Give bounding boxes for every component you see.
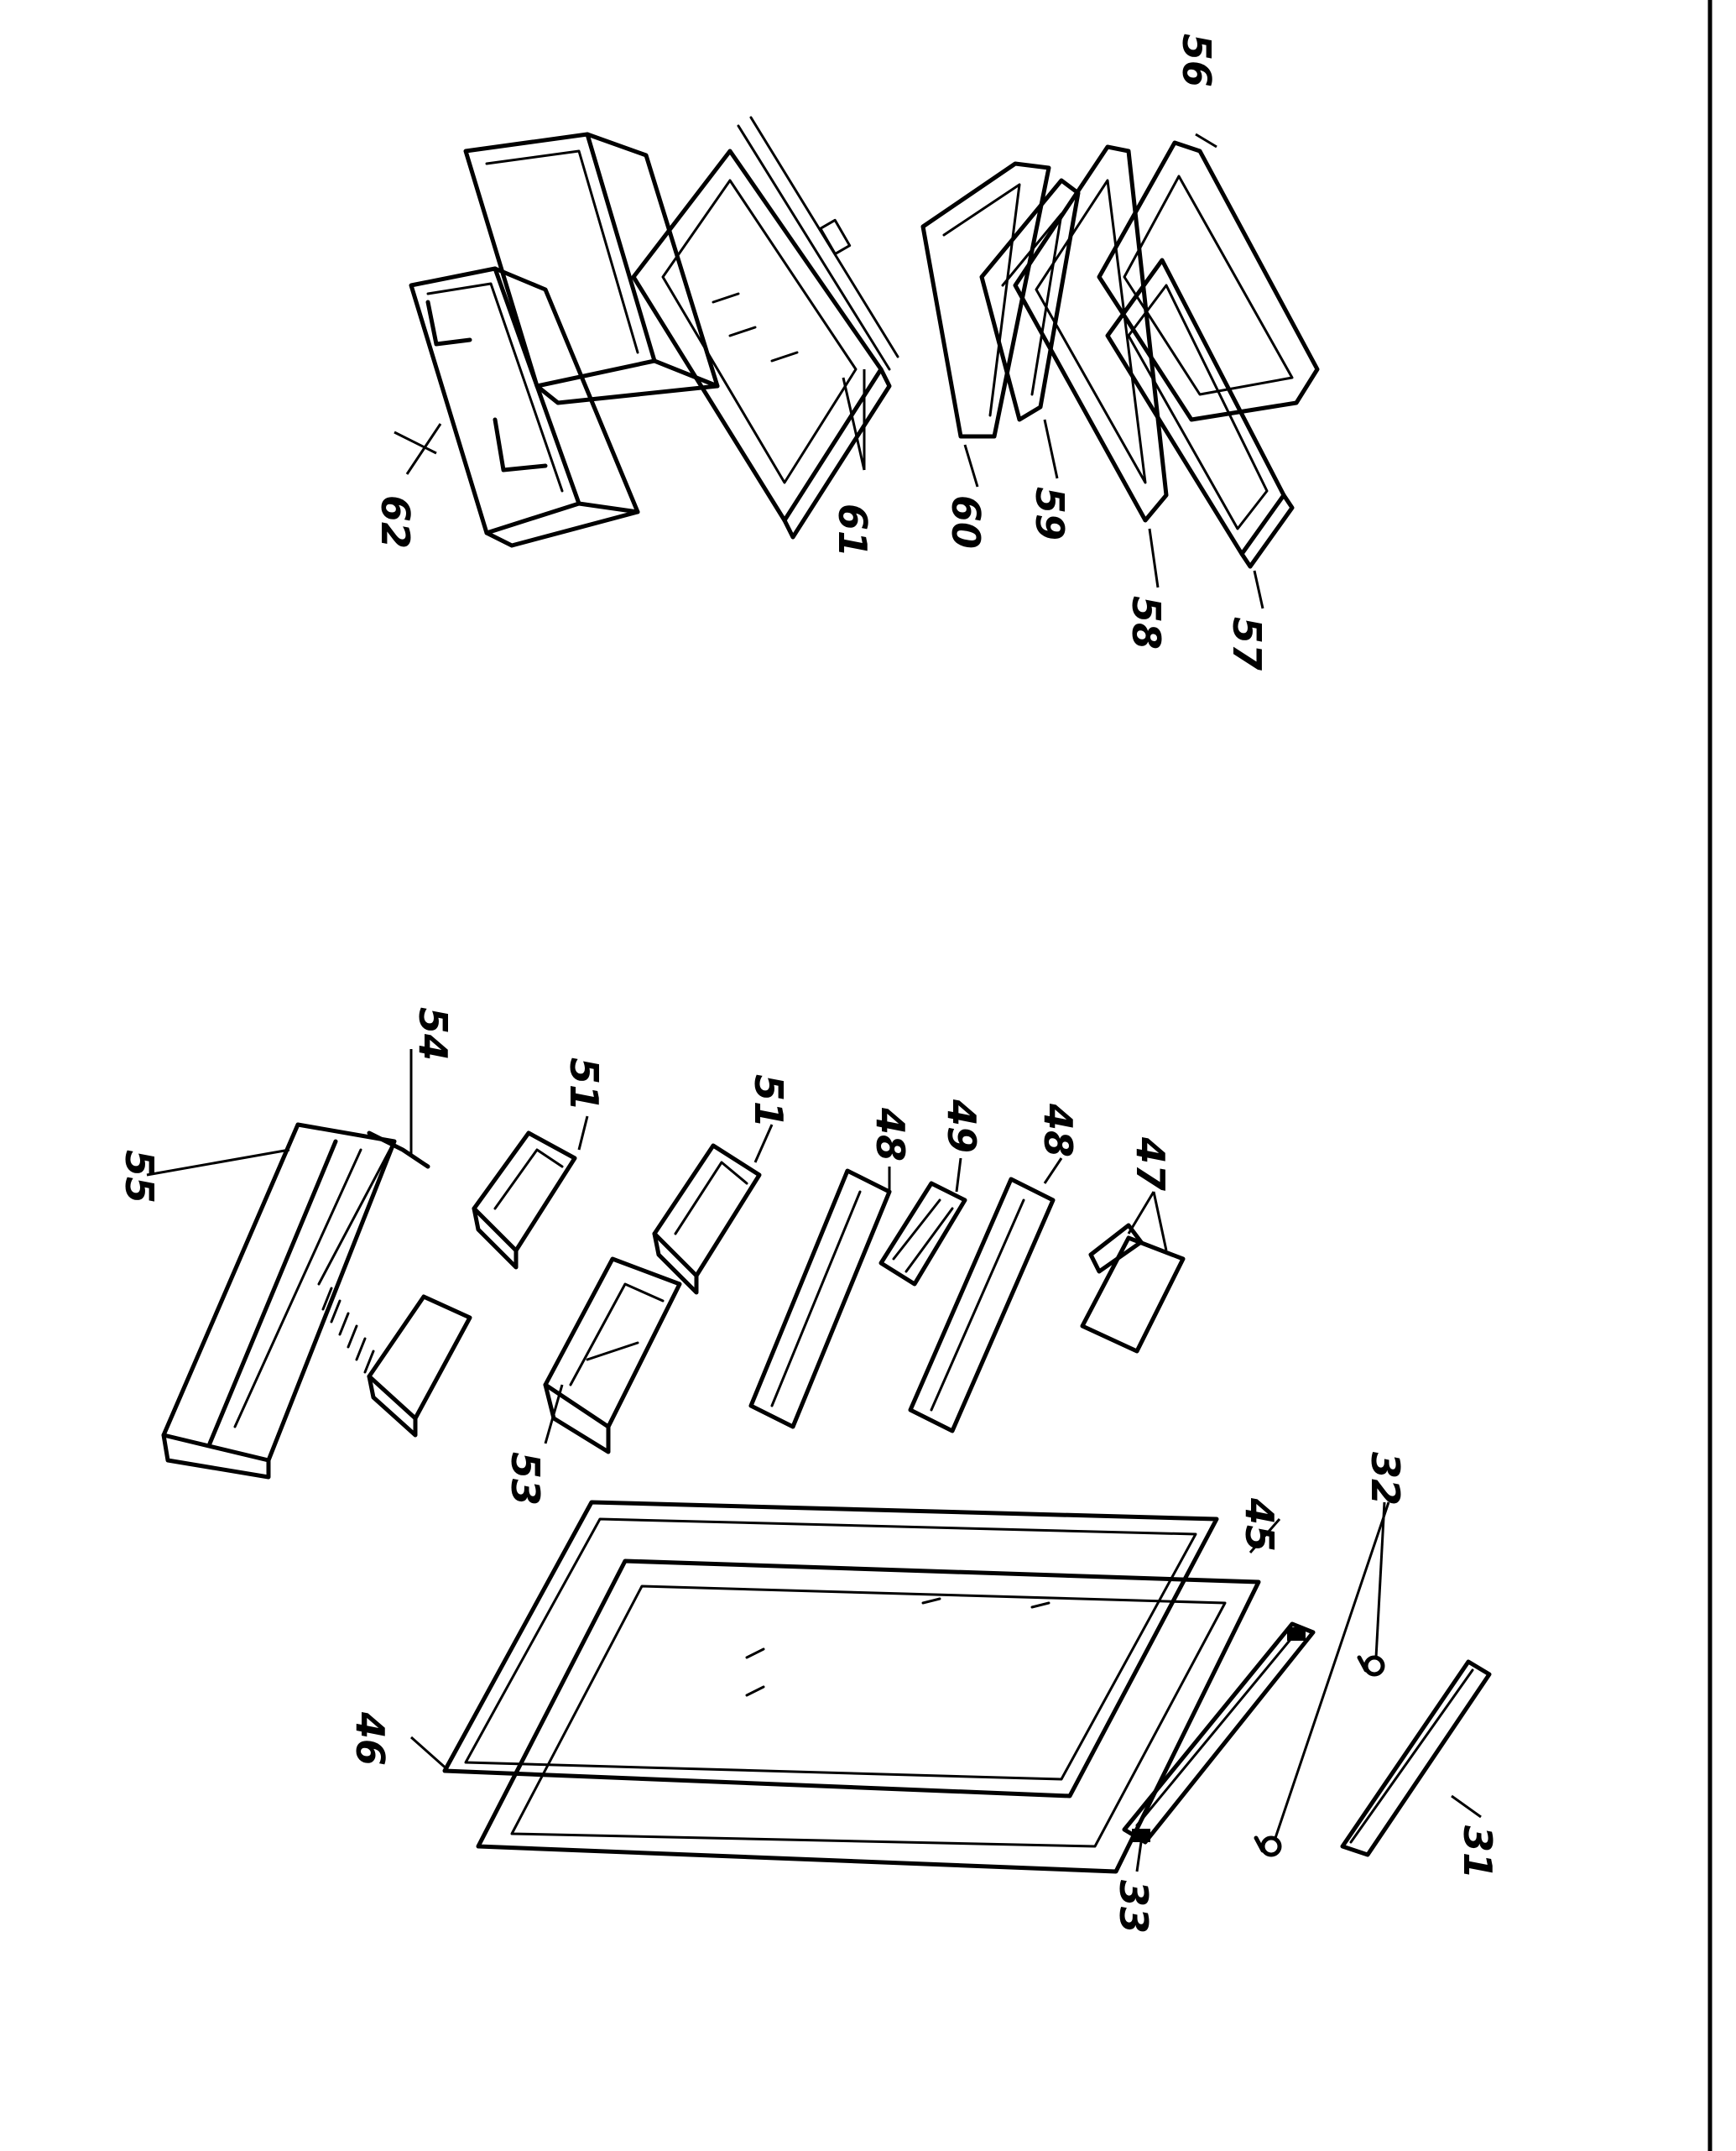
callout-55: 55 bbox=[117, 1150, 162, 1203]
callout-56: 56 bbox=[1174, 34, 1219, 87]
crisper-drawers-62 bbox=[409, 132, 720, 548]
callout-46: 46 bbox=[347, 1711, 393, 1766]
divided-bin-53 bbox=[543, 1256, 682, 1454]
glass-shelf-56 bbox=[1097, 140, 1320, 422]
shelf-frame-58 bbox=[1013, 144, 1169, 523]
door-rack-48-lower bbox=[908, 1177, 1056, 1433]
callout-45: 45 bbox=[1237, 1497, 1282, 1552]
butter-bin-47 bbox=[1080, 1223, 1186, 1354]
callout-62: 62 bbox=[373, 495, 418, 549]
callout-48-a: 48 bbox=[868, 1107, 913, 1162]
callout-53: 53 bbox=[503, 1452, 548, 1506]
callout-47: 47 bbox=[1128, 1136, 1173, 1191]
leader-lines bbox=[146, 133, 1482, 1872]
egg-tray-49 bbox=[878, 1181, 967, 1287]
callout-31: 31 bbox=[1455, 1825, 1500, 1879]
glass-shelf-61 bbox=[631, 116, 899, 540]
callout-numbers: 62 61 60 59 58 57 56 55 54 51 51 48 49 4… bbox=[117, 34, 1500, 1934]
screw-32-upper bbox=[1357, 1655, 1385, 1677]
door-rack-48-upper bbox=[748, 1168, 892, 1429]
door-liner-45 bbox=[476, 1558, 1261, 1874]
door-bin-small bbox=[367, 1294, 472, 1438]
door-bin-51-lower bbox=[652, 1143, 762, 1295]
callout-33: 33 bbox=[1111, 1880, 1156, 1934]
door-gasket-46 bbox=[442, 1500, 1219, 1799]
callout-32: 32 bbox=[1363, 1452, 1408, 1506]
callout-54: 54 bbox=[410, 1007, 456, 1061]
callout-48-b: 48 bbox=[1035, 1103, 1081, 1157]
door-bin-51-upper bbox=[472, 1130, 577, 1270]
glass-shelf-57 bbox=[1105, 258, 1295, 569]
screw-32-lower bbox=[1254, 1835, 1282, 1857]
callout-58: 58 bbox=[1123, 596, 1169, 650]
dairy-compartment-55 bbox=[161, 1122, 397, 1480]
callout-49: 49 bbox=[939, 1099, 984, 1153]
handle-31 bbox=[1340, 1659, 1492, 1857]
callout-59: 59 bbox=[1027, 487, 1072, 540]
callout-51-b: 51 bbox=[746, 1074, 791, 1128]
wire-54 bbox=[367, 1130, 430, 1169]
callout-51-a: 51 bbox=[561, 1057, 607, 1111]
callout-61: 61 bbox=[830, 504, 875, 557]
callout-60: 60 bbox=[943, 495, 988, 549]
callout-57: 57 bbox=[1224, 617, 1269, 671]
handle-base-33 bbox=[1122, 1621, 1316, 1845]
